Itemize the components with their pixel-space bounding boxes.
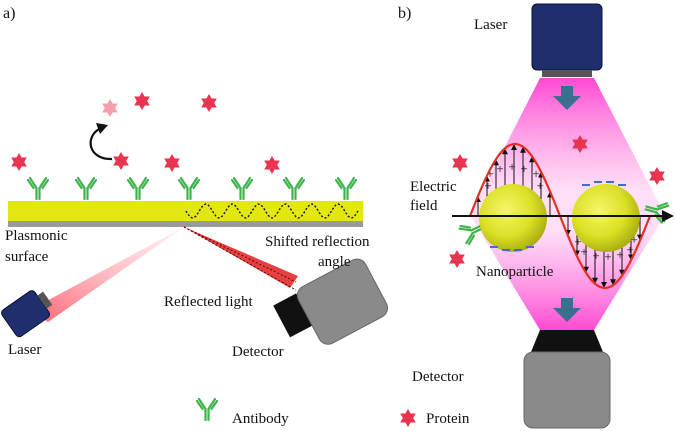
shifted-reflection-line xyxy=(183,226,297,291)
detector-b-window xyxy=(531,330,603,352)
plasmonic-surface-substrate xyxy=(8,221,363,227)
panel-b-label: b) xyxy=(398,5,411,22)
positive-charge: + xyxy=(486,166,493,181)
binding-arrow xyxy=(89,127,113,161)
reflected-light-label: Reflected light xyxy=(164,294,254,310)
surface-plasmon-wave xyxy=(185,203,359,219)
shifted-reflection-label-1: Shifted reflection xyxy=(265,234,370,250)
positive-charge: + xyxy=(536,178,543,193)
plasmonic-surface-gold xyxy=(8,201,363,221)
protein-bound xyxy=(649,167,665,185)
surface-charges: ++++++++++++++ xyxy=(484,159,637,264)
positive-charge: + xyxy=(496,161,503,176)
nanoparticle-left xyxy=(479,184,547,252)
panel-a-label: a) xyxy=(3,5,15,22)
incident-beam xyxy=(30,227,184,322)
shifted-reflection-label-2: angle xyxy=(318,254,351,270)
positive-charge: + xyxy=(508,159,515,174)
antibody xyxy=(74,176,98,201)
binding-arrow-head xyxy=(96,123,108,134)
detector-a xyxy=(273,258,388,345)
positive-charge: + xyxy=(520,161,527,176)
light-field-glow xyxy=(470,78,665,330)
plasmonic-surface-label-2: surface xyxy=(5,249,49,265)
protein-bound xyxy=(113,152,129,170)
protein-bound xyxy=(11,153,27,171)
light-direction-arrow xyxy=(553,86,581,110)
antibody xyxy=(26,176,50,201)
positive-charge: + xyxy=(604,249,611,264)
antibody xyxy=(177,176,201,201)
protein-unbound xyxy=(201,94,217,112)
shifted-reflection-line xyxy=(183,226,297,283)
reflected-beam xyxy=(184,227,298,288)
legend-protein-icon xyxy=(400,409,416,427)
positive-charge: + xyxy=(616,247,623,262)
light-direction-arrow xyxy=(553,298,581,322)
positive-charge: + xyxy=(626,242,633,257)
positive-charge: + xyxy=(592,248,599,263)
protein-bound xyxy=(449,250,465,268)
electric-field-label-1: Electric xyxy=(410,179,457,195)
legend-antibody-label: Antibody xyxy=(232,411,289,427)
legend-antibody-icon xyxy=(195,397,219,422)
positive-charge: + xyxy=(484,178,491,193)
detector-b-label: Detector xyxy=(412,369,464,385)
nanoparticle-label: Nanoparticle xyxy=(476,264,554,280)
laser-b-aperture xyxy=(542,70,592,77)
positive-charge: + xyxy=(580,244,587,259)
antibody xyxy=(126,176,150,201)
electric-field-label-2: field xyxy=(410,198,438,214)
antibody xyxy=(334,176,358,201)
legend-protein-label: Protein xyxy=(426,411,470,427)
protein-bound xyxy=(452,154,468,172)
protein-unbound-faded xyxy=(102,99,118,117)
protein-unbound xyxy=(134,92,150,110)
protein-bound xyxy=(264,156,280,174)
detector-b xyxy=(523,351,611,429)
laser-a-label: Laser xyxy=(8,342,41,358)
laser-b xyxy=(531,3,603,71)
laser-a xyxy=(1,290,53,338)
positive-charge: + xyxy=(630,232,637,247)
laser-b-label: Laser xyxy=(474,17,507,33)
positive-charge: + xyxy=(532,166,539,181)
positive-charge: + xyxy=(574,234,581,249)
detector-a-label: Detector xyxy=(232,344,284,360)
antibody xyxy=(282,176,306,201)
antibody xyxy=(230,176,254,201)
protein-bound xyxy=(164,154,180,172)
nanoparticle-right xyxy=(572,184,640,252)
plasmonic-surface-label-1: Plasmonic xyxy=(5,228,68,244)
